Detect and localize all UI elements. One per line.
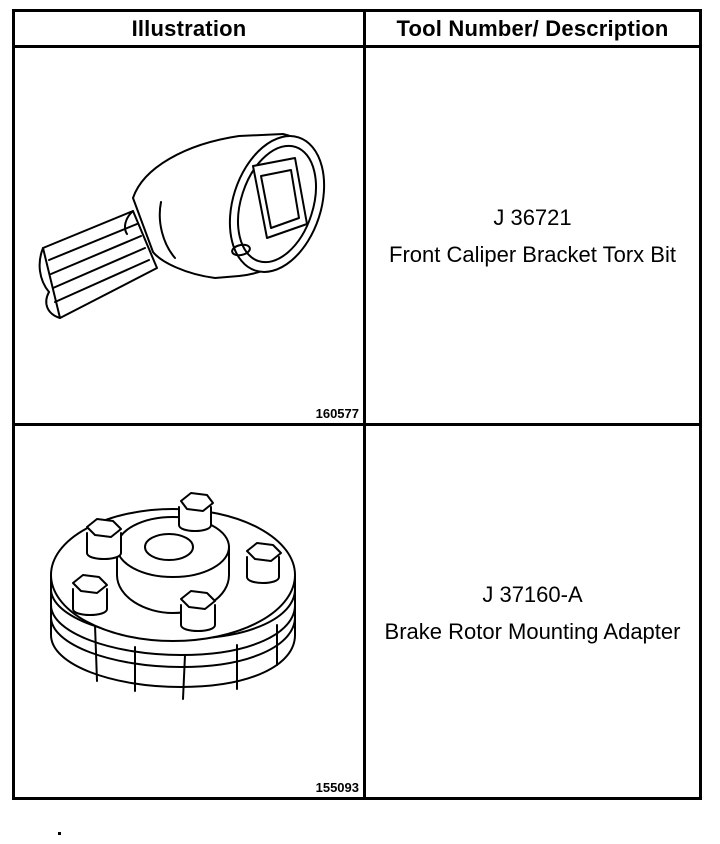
rotor-adapter-icon	[50, 492, 296, 700]
header-tool-description: Tool Number/ Description	[396, 15, 669, 41]
description-cell: J 36721 Front Caliper Bracket Torx Bit	[366, 48, 699, 423]
figure-number: 160577	[315, 406, 359, 421]
torx-bit-icon	[38, 133, 326, 319]
stray-mark	[58, 832, 61, 835]
illustration-cell: 160577	[15, 48, 363, 423]
table-row: 155093 J 37160-A Brake Rotor Mounting Ad…	[15, 429, 699, 797]
description-cell: J 37160-A Brake Rotor Mounting Adapter	[366, 429, 699, 797]
tool-number: J 37160-A	[482, 582, 583, 607]
figure-number: 155093	[315, 780, 359, 795]
tool-table: Illustration Tool Number/ Description	[12, 9, 702, 800]
table-row: 160577 J 36721 Front Caliper Bracket Tor…	[15, 48, 699, 426]
tool-description: Front Caliper Bracket Torx Bit	[389, 241, 676, 267]
header-illustration: Illustration	[131, 15, 247, 41]
tool-number: J 36721	[493, 204, 572, 230]
illustration-cell: 155093	[15, 429, 363, 797]
table-header: Illustration Tool Number/ Description	[15, 12, 699, 48]
column-divider	[363, 12, 366, 797]
tool-description: Brake Rotor Mounting Adapter	[384, 619, 681, 644]
